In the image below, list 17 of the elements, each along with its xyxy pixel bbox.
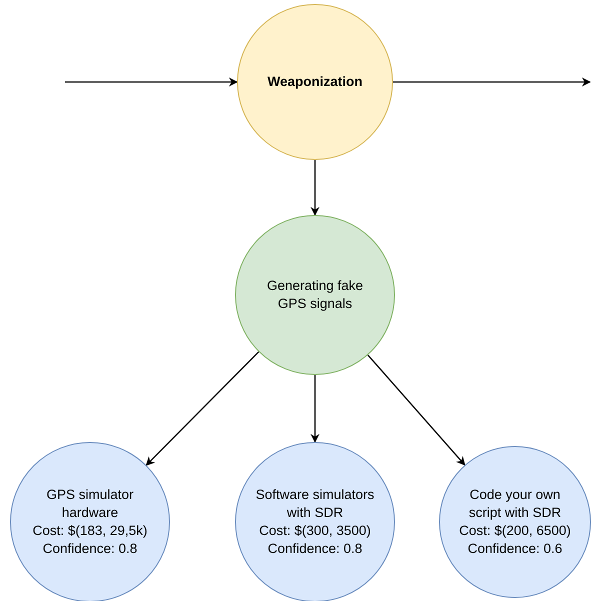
node-detail: Confidence: 0.6 xyxy=(468,540,562,558)
node-label: Weaponization xyxy=(267,73,362,91)
arrow xyxy=(367,354,466,466)
arrow xyxy=(65,78,238,86)
node-detail: Cost: $(300, 3500) xyxy=(259,522,371,540)
node-detail: Confidence: 0.8 xyxy=(42,540,138,558)
arrow xyxy=(310,160,320,216)
node-detail: Confidence: 0.8 xyxy=(268,540,362,558)
arrow xyxy=(310,375,320,443)
arrow xyxy=(146,351,260,466)
node-label: Generating fake GPS signals xyxy=(266,277,364,313)
node-label: Software simulators with SDR xyxy=(254,486,376,522)
arrow xyxy=(393,78,591,86)
node-label: GPS simulator hardware xyxy=(45,486,135,522)
node-label: Code your own script with SDR xyxy=(468,486,562,522)
node-detail: Cost: $(183, 29,5k) xyxy=(32,522,148,540)
node-detail: Cost: $(200, 6500) xyxy=(459,522,571,540)
